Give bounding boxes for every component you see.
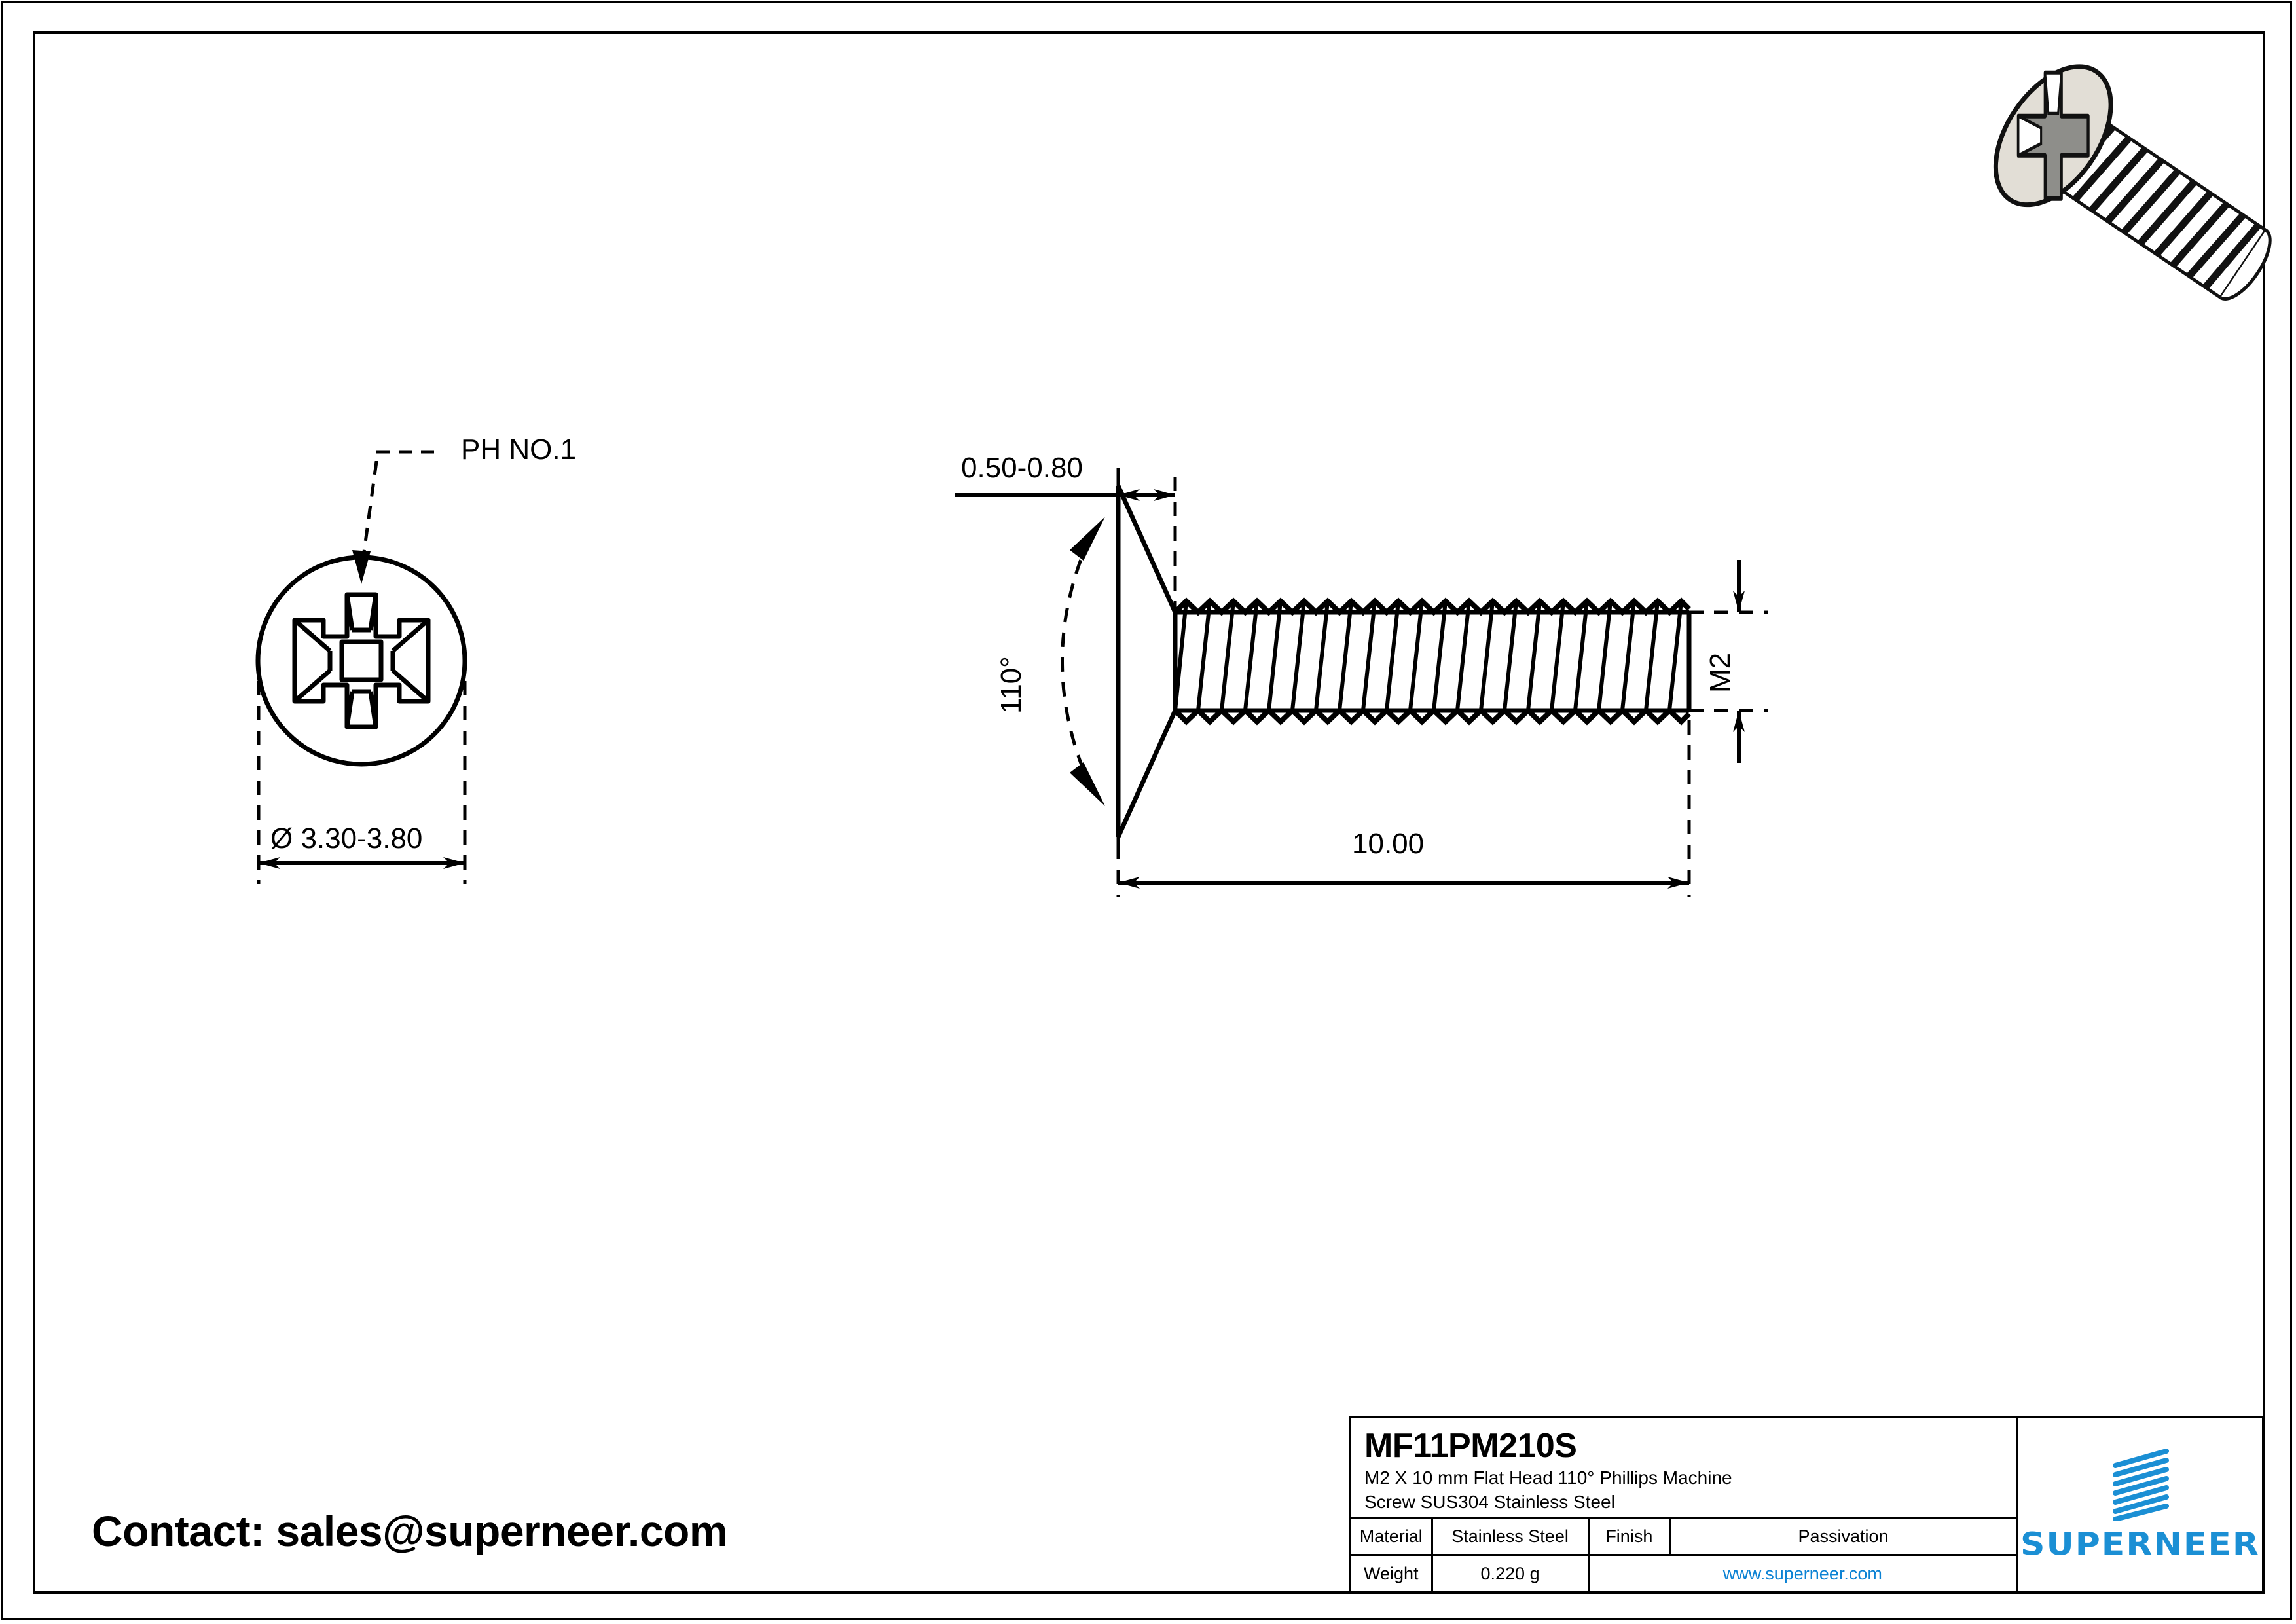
material-value: Stainless Steel	[1433, 1519, 1590, 1554]
ph-number-label: PH NO.1	[461, 434, 577, 466]
weight-label: Weight	[1351, 1556, 1433, 1591]
head-height-label: 0.50-0.80	[961, 452, 1083, 484]
website-link[interactable]: www.superneer.com	[1722, 1563, 1882, 1583]
title-block: MF11PM210S M2 X 10 mm Flat Head 110° Phi…	[1349, 1416, 2265, 1594]
finish-value: Passivation	[1798, 1526, 1889, 1546]
material-finish-row: Material Stainless Steel Finish Passivat…	[1351, 1519, 2016, 1556]
description-line-2: Screw SUS304 Stainless Steel	[1364, 1492, 1615, 1512]
drawing-frame	[33, 31, 2265, 1594]
thread-size-label: M2	[1704, 652, 1736, 693]
superneer-logo-icon	[2113, 1448, 2169, 1521]
part-number: MF11PM210S	[1364, 1427, 1577, 1465]
head-angle-label: 110°	[995, 656, 1027, 714]
part-description-cell: MF11PM210S M2 X 10 mm Flat Head 110° Phi…	[1351, 1418, 2016, 1519]
length-label: 10.00	[1352, 828, 1425, 860]
head-diameter-label: Ø 3.30-3.80	[270, 822, 423, 855]
material-label: Material	[1351, 1519, 1433, 1554]
brand-logo-panel: SUPERNEER	[2018, 1418, 2262, 1591]
weight-website-row: Weight 0.220 g www.superneer.com	[1351, 1556, 2016, 1591]
brand-name: SUPERNEER	[2020, 1526, 2260, 1563]
description-line-1: M2 X 10 mm Flat Head 110° Phillips Machi…	[1364, 1467, 1732, 1488]
title-block-table: MF11PM210S M2 X 10 mm Flat Head 110° Phi…	[1351, 1418, 2018, 1591]
contact-line: Contact: sales@superneer.com	[92, 1507, 728, 1555]
finish-label: Finish	[1590, 1519, 1671, 1554]
weight-value: 0.220 g	[1433, 1556, 1590, 1591]
